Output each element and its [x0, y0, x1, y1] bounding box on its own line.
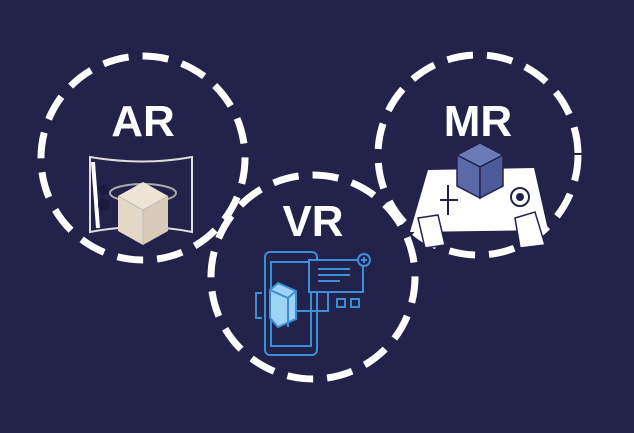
mr-group: MR	[374, 51, 582, 259]
ar-icon	[89, 155, 193, 245]
ar-label: AR	[111, 97, 175, 146]
vr-dashed-circle	[207, 171, 419, 383]
vr-icon	[255, 251, 371, 356]
vr-group: VR	[207, 171, 419, 383]
ar-dashed-circle	[37, 52, 249, 264]
mr-label: MR	[444, 97, 512, 146]
mr-icon	[410, 142, 548, 249]
vr-label: VR	[282, 197, 343, 246]
mr-dashed-circle	[374, 51, 582, 259]
ar-group: AR	[37, 52, 249, 264]
